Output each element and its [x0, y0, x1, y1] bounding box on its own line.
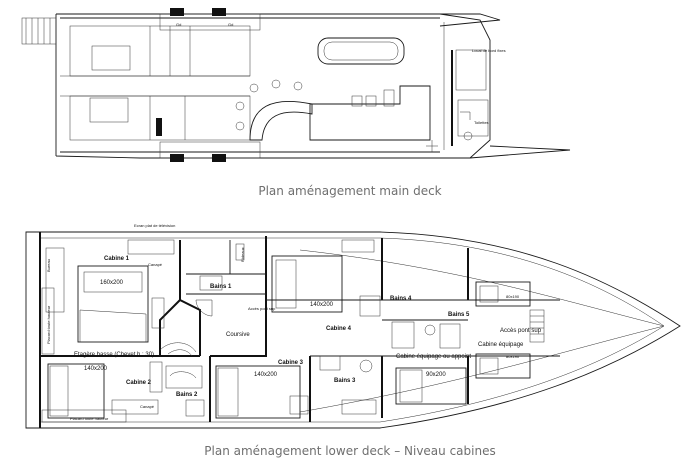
bains5-label: Bains 5: [448, 312, 470, 318]
main-deck-plan: Gd Gd Local de bord fixes Toilettes: [21, 8, 571, 162]
bains2-label: Bains 2: [176, 392, 198, 398]
bains4-label: Bains 4: [390, 296, 412, 302]
bains1-label: Bains 1: [210, 284, 232, 290]
cabine1-label: Cabine 1: [104, 256, 130, 262]
svg-text:Gd: Gd: [176, 22, 181, 27]
placard2-label: Placard toute hauteur: [70, 416, 109, 421]
lower-deck-plan: Bureau Cabine 1 160x200 Canapé Ecran pla…: [25, 223, 681, 429]
bed-equip-size: 90x200: [426, 372, 446, 378]
bunk1-size: 80x190: [506, 294, 520, 299]
acces2-label: Accès pont sup: [500, 328, 542, 334]
placard1-label: Placard toute hauteur: [46, 305, 51, 344]
bunk2-size: 80x190: [506, 354, 520, 359]
rideaux-label: Rideaux: [240, 247, 245, 262]
bed3-size: 140x200: [254, 372, 278, 378]
cabine4-label: Cabine 4: [326, 326, 352, 332]
bed2-size: 140x200: [84, 366, 108, 372]
main-deck-caption: Plan aménagement main deck: [258, 184, 442, 198]
canape1-label: Canapé: [148, 262, 163, 267]
cabine3-label: Cabine 3: [278, 360, 304, 366]
lower-deck-caption: Plan aménagement lower deck – Niveau cab…: [204, 444, 496, 458]
main-tiny-top-label: Local de bord fixes: [472, 48, 506, 53]
bains3-label: Bains 3: [334, 378, 356, 384]
coursive-label: Coursive: [226, 332, 250, 338]
cabine-equip-label: Cabine équipage: [478, 342, 524, 348]
cab-equip-label: Cabine équipage ou appoint: [396, 354, 471, 360]
main-gd-label: Gd: [228, 22, 233, 27]
etagere-label: Etagère basse (Chevet h : 30): [74, 352, 154, 358]
bureau-label: Bureau: [46, 259, 51, 272]
bed4-size: 140x200: [310, 302, 334, 308]
main-toilettes-label: Toilettes: [474, 120, 489, 125]
cabine2-label: Cabine 2: [126, 380, 152, 386]
bed1-size: 160x200: [100, 280, 124, 286]
acces1-label: Accès pont sup: [248, 306, 276, 311]
ecran-label: Ecran plat de télévision: [134, 223, 175, 228]
canape2-label: Canapé: [140, 404, 155, 409]
